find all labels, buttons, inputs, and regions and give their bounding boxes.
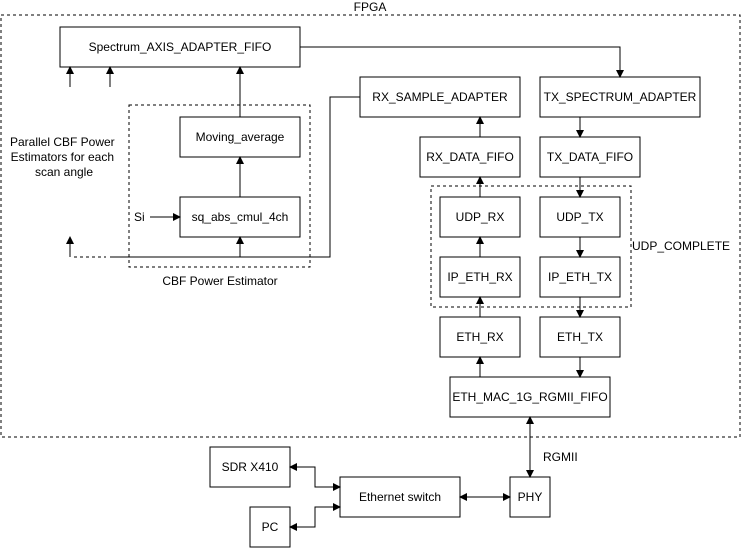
eth-rx-block: ETH_RX xyxy=(439,316,521,358)
tx-data-fifo-block: TX_DATA_FIFO xyxy=(539,136,641,178)
ip-eth-tx-block: IP_ETH_TX xyxy=(539,256,621,298)
rx-sample-to-cbf-line xyxy=(110,96,360,258)
si-label: Si xyxy=(134,210,145,224)
udp-tx-block: UDP_TX xyxy=(539,196,621,238)
rx-data-fifo-label: RX_DATA_FIFO xyxy=(426,150,514,164)
ethernet-switch-label: Ethernet switch xyxy=(359,490,441,504)
udp-group-label: UDP_COMPLETE xyxy=(632,239,730,253)
sq-abs-block: sq_abs_cmul_4ch xyxy=(179,196,301,238)
parallel-note: Parallel CBF Power Estimators for each s… xyxy=(10,135,118,179)
sdr-switch-link xyxy=(289,463,341,491)
udp-rx-block: UDP_RX xyxy=(439,196,521,238)
tx-data-fifo-label: TX_DATA_FIFO xyxy=(547,150,633,164)
rx-sample-adapter-label: RX_SAMPLE_ADAPTER xyxy=(372,90,508,104)
cbf-group-boundary xyxy=(128,104,311,268)
udp-rx-label: UDP_RX xyxy=(456,210,505,224)
udp-tx-label: UDP_TX xyxy=(556,210,603,224)
eth-mac-label: ETH_MAC_1G_RGMII_FIFO xyxy=(452,390,607,404)
spectrum-to-tx-arrow xyxy=(300,46,624,78)
parallel-note-line-3: scan angle xyxy=(35,165,93,179)
eth-rx-label: ETH_RX xyxy=(456,330,503,344)
sdr-block: SDR X410 xyxy=(209,446,291,488)
rx-data-fifo-block: RX_DATA_FIFO xyxy=(419,136,521,178)
ethernet-switch-block: Ethernet switch xyxy=(339,476,461,518)
moving-average-label: Moving_average xyxy=(196,130,285,144)
phy-label: PHY xyxy=(518,490,543,504)
parallel-note-line-1: Parallel CBF Power xyxy=(10,135,115,149)
udp-group-boundary xyxy=(430,185,632,308)
ip-eth-tx-label: IP_ETH_TX xyxy=(548,270,612,284)
sdr-label: SDR X410 xyxy=(222,460,279,474)
rx-sample-adapter-block: RX_SAMPLE_ADAPTER xyxy=(359,76,521,118)
eth-tx-block: ETH_TX xyxy=(539,316,621,358)
fpga-boundary xyxy=(0,14,741,438)
ip-eth-rx-block: IP_ETH_RX xyxy=(439,256,521,298)
rgmii-label: RGMII xyxy=(543,450,578,464)
tx-spectrum-adapter-block: TX_SPECTRUM_ADAPTER xyxy=(539,76,701,118)
fpga-title: FPGA xyxy=(354,0,387,14)
ip-eth-rx-label: IP_ETH_RX xyxy=(447,270,512,284)
spectrum-fifo-label: Spectrum_AXIS_ADAPTER_FIFO xyxy=(89,40,272,54)
tx-spectrum-adapter-label: TX_SPECTRUM_ADAPTER xyxy=(544,90,697,104)
moving-average-block: Moving_average xyxy=(179,116,301,158)
spectrum-fifo-block: Spectrum_AXIS_ADAPTER_FIFO xyxy=(59,26,301,68)
parallel-note-line-2: Estimators for each xyxy=(11,150,114,164)
eth-mac-block: ETH_MAC_1G_RGMII_FIFO xyxy=(449,376,611,418)
cbf-group-label: CBF Power Estimator xyxy=(162,274,277,288)
pc-label: PC xyxy=(262,520,279,534)
sq-abs-label: sq_abs_cmul_4ch xyxy=(192,210,289,224)
phy-block: PHY xyxy=(509,476,551,518)
pc-block: PC xyxy=(249,506,291,548)
pc-switch-link xyxy=(289,503,341,531)
eth-tx-label: ETH_TX xyxy=(557,330,603,344)
